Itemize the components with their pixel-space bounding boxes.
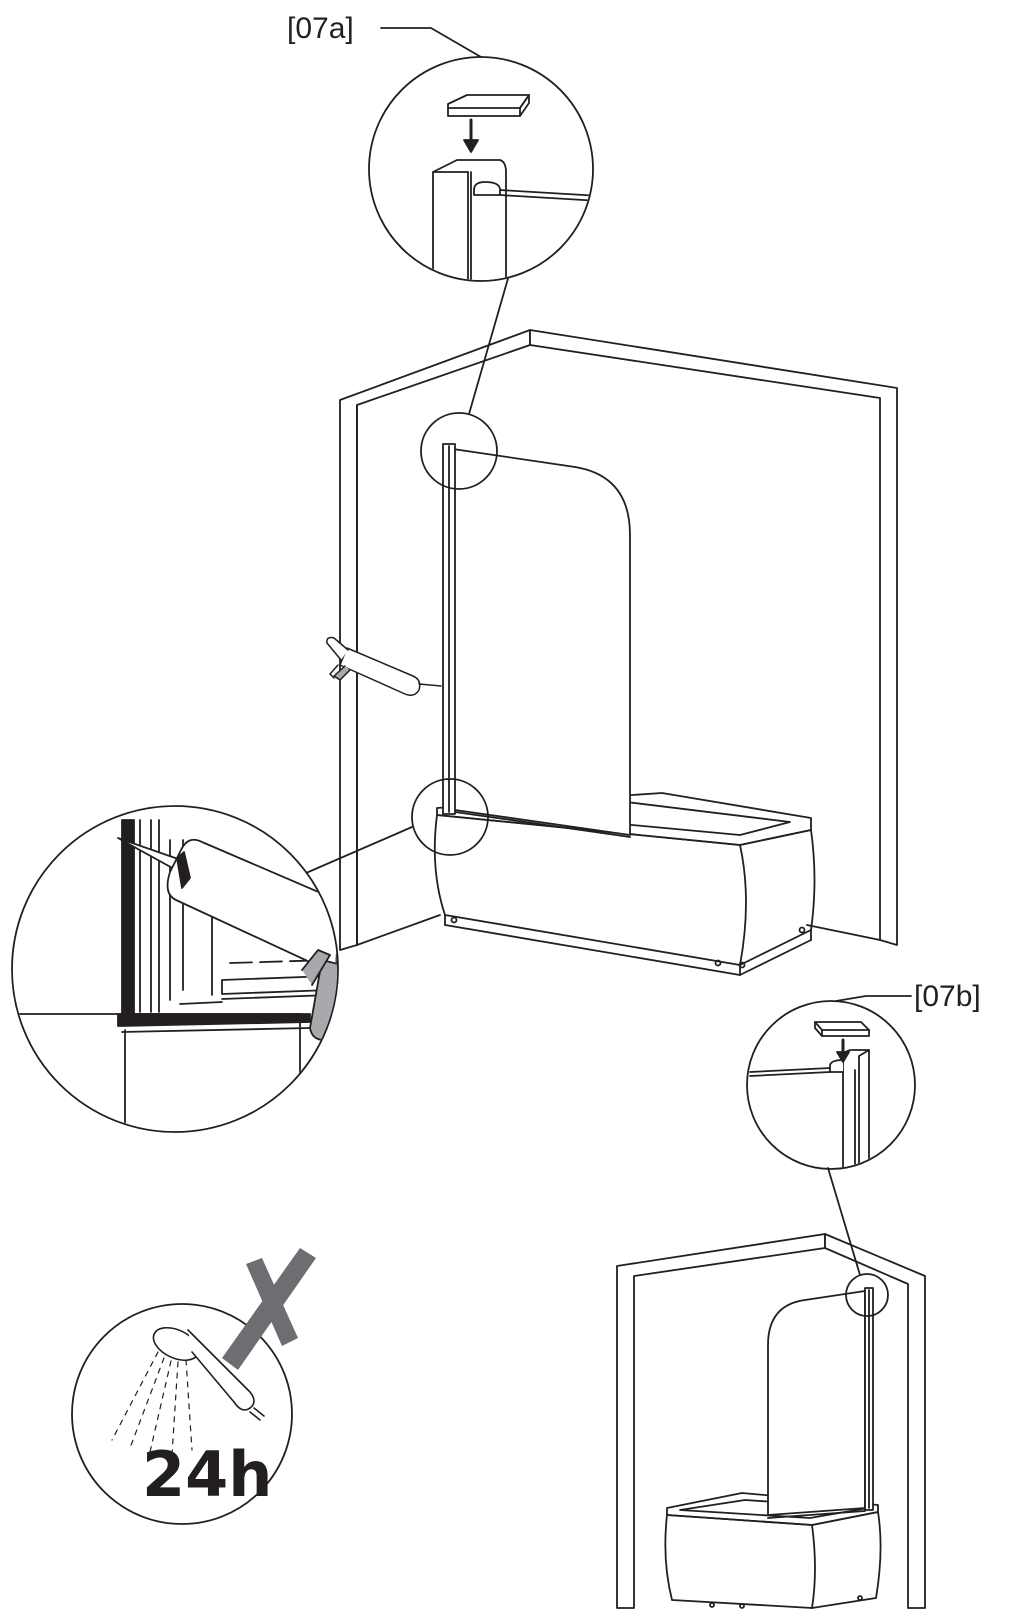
zoom-marker-top (420, 412, 498, 490)
callout-label-07b: [07b] (914, 980, 981, 1013)
detail-07b: [07b] (746, 980, 981, 1170)
glass-screen (442, 443, 631, 838)
callout-label-07a: [07a] (287, 12, 354, 45)
cure-duration: 24h (142, 1438, 272, 1511)
zoom-marker-bottom (411, 778, 489, 856)
zoom-marker-07b (845, 1273, 889, 1317)
caulking-gun-icon (326, 636, 442, 697)
secondary-bathroom-scene (616, 1167, 926, 1609)
detail-07a: [07a] (287, 12, 594, 282)
shower-head-icon (111, 1326, 265, 1455)
main-bathroom-scene (289, 274, 898, 976)
down-arrow-icon (836, 1051, 850, 1063)
prohibited-cross-icon (222, 1248, 316, 1370)
detail-circle-07b (746, 1000, 916, 1170)
detail-sealing (11, 805, 339, 1133)
down-arrow-icon (463, 139, 479, 153)
cure-warning: 24h (71, 1248, 316, 1525)
